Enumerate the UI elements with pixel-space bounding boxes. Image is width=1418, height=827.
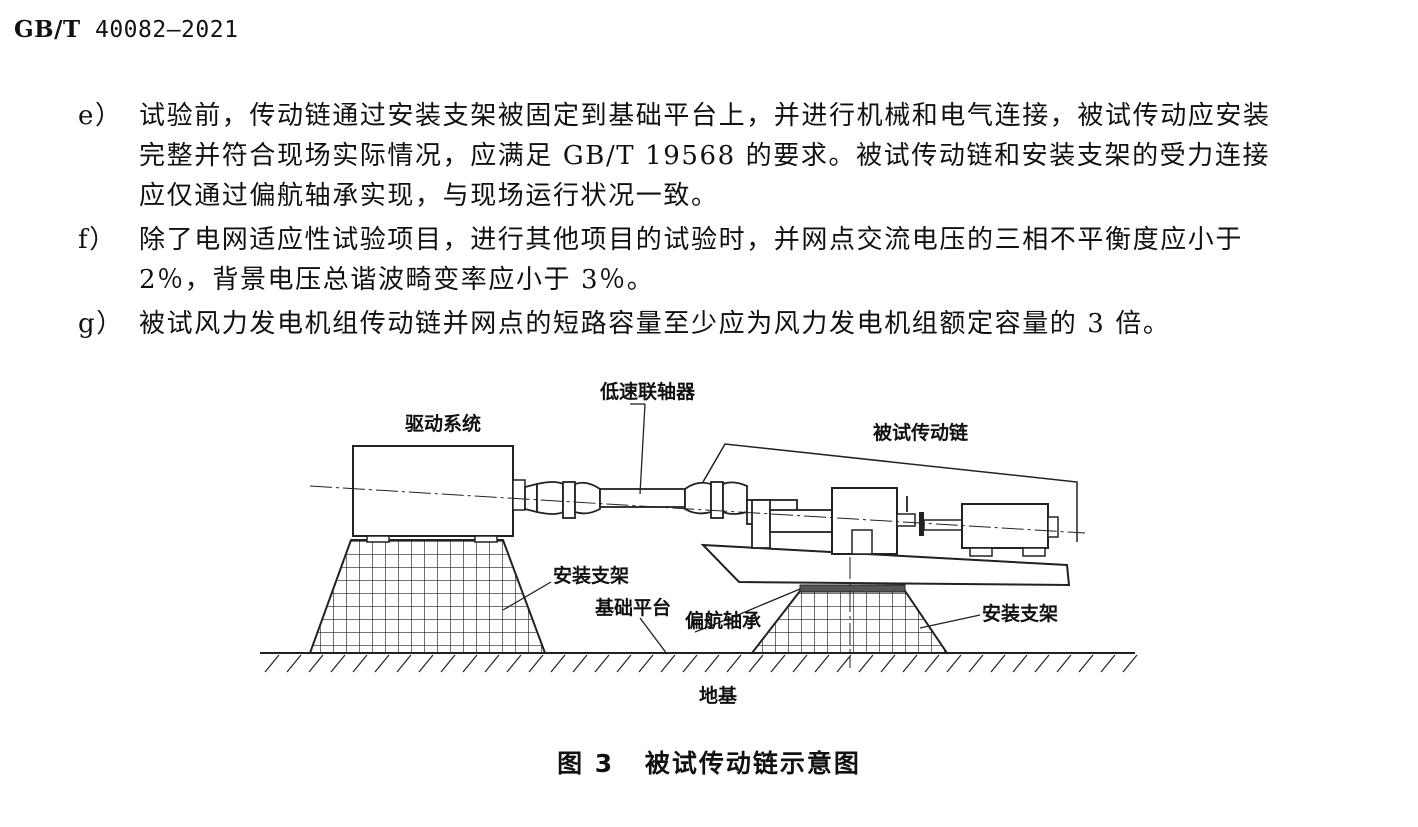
list-item-f: f） 除了电网适应性试验项目，进行其他项目的试验时，并网点交流电压的三相不平衡度… [0,220,1418,300]
label-foundation-platform: 基础平台 [594,596,671,619]
hatch-line [528,654,544,673]
hatch-line [770,654,786,673]
shaft-centerline [309,485,1086,668]
hatch-line [616,654,632,673]
brake-disc [919,512,924,536]
label-ground: 地基 [699,684,738,707]
hatch-line [264,654,280,673]
hatch-line [682,654,698,673]
hatch-line [792,654,808,673]
hatch-line [1012,654,1028,673]
left-mounting-bracket [308,539,547,654]
hatch-line [594,654,610,673]
requirement-list: e） 试验前，传动链通过安装支架被固定到基础平台上，并进行机械和电气连接，被试传… [0,96,1418,348]
hatch-line [572,654,588,673]
drivetrain-figure: 低速联轴器 驱动系统 被试传动链 安装支架 基础平台 偏航轴承 安装支架 地基 [255,372,1155,732]
text-line: 被试风力发电机组传动链并网点的短路容量至少应为风力发电机组额定容量的 3 倍。 [139,309,1171,339]
label-tested-drivetrain: 被试传动链 [873,421,968,444]
hatch-line [814,654,830,673]
figure-caption: 图 3 被试传动链示意图 [0,744,1418,780]
hatch-line [550,654,566,673]
hatch-line [726,654,742,673]
generator [961,503,1049,549]
hatch-line [836,654,852,673]
list-item-g: g） 被试风力发电机组传动链并网点的短路容量至少应为风力发电机组额定容量的 3 … [0,304,1418,344]
hatch-line [660,654,676,673]
caption-title: 被试传动链示意图 [644,749,861,778]
hatch-line [418,654,434,673]
tested-drivetrain-bracket [702,443,1078,542]
text-line: 完整并符合现场实际情况，应满足 GB/T 19568 的要求。被试传动链和安装支… [139,141,1271,171]
text-line: 2％，背景电压总谐波畸变率应小于 3％。 [139,265,655,295]
label-mounting-bracket-left: 安装支架 [553,564,629,587]
caption-number: 图 3 [557,749,615,778]
hatch-line [990,654,1006,673]
label-yaw-bearing: 偏航轴承 [685,609,761,632]
hatch-line [396,654,412,673]
list-marker: e） [78,101,123,131]
label-mounting-bracket-right: 安装支架 [982,602,1058,625]
hatch-line [330,654,346,673]
hatch-line [506,654,522,673]
hatch-line [352,654,368,673]
standard-code: GB/T 40082—2021 [14,16,238,43]
hatch-line [924,654,940,673]
hatch-line [880,654,896,673]
hatch-line [1056,654,1072,673]
hatch-line [462,654,478,673]
drive-system-motor [352,445,514,537]
hatch-line [902,654,918,673]
hatch-line [858,654,874,673]
hatch-line [286,654,302,673]
hatch-line [1034,654,1050,673]
leader-lines [502,403,981,655]
hatch-line [308,654,324,673]
yaw-bearing [799,584,906,593]
hatch-line [946,654,962,673]
list-item-e: e） 试验前，传动链通过安装支架被固定到基础平台上，并进行机械和电气连接，被试传… [0,96,1418,216]
hatch-line [968,654,984,673]
standard-code-prefix: GB/T [14,16,81,43]
label-drive-system: 驱动系统 [405,412,481,435]
hatch-line [1100,654,1116,673]
list-marker: g） [78,309,124,339]
hatch-line [1122,654,1138,673]
text-line: 应仅通过偏航轴承实现，与现场运行状况一致。 [139,181,719,211]
ground-hatch-lines [264,654,1138,673]
hatch-line [440,654,456,673]
list-marker: f） [78,225,117,255]
drivetrain-diagram: 低速联轴器 驱动系统 被试传动链 安装支架 基础平台 偏航轴承 安装支架 地基 [260,380,1138,707]
standard-code-number: 40082—2021 [94,17,239,43]
label-low-speed-coupling: 低速联轴器 [599,380,696,403]
hatch-line [638,654,654,673]
hatch-line [374,654,390,673]
hatch-line [484,654,500,673]
main-bearing-block [751,499,771,549]
text-line: 试验前，传动链通过安装支架被固定到基础平台上，并进行机械和电气连接，被试传动应安… [139,101,1271,131]
text-line: 除了电网适应性试验项目，进行其他项目的试验时，并网点交流电压的三相不平衡度应小于 [139,225,1244,255]
hatch-line [1078,654,1094,673]
hatch-line [704,654,720,673]
hatch-line [748,654,764,673]
